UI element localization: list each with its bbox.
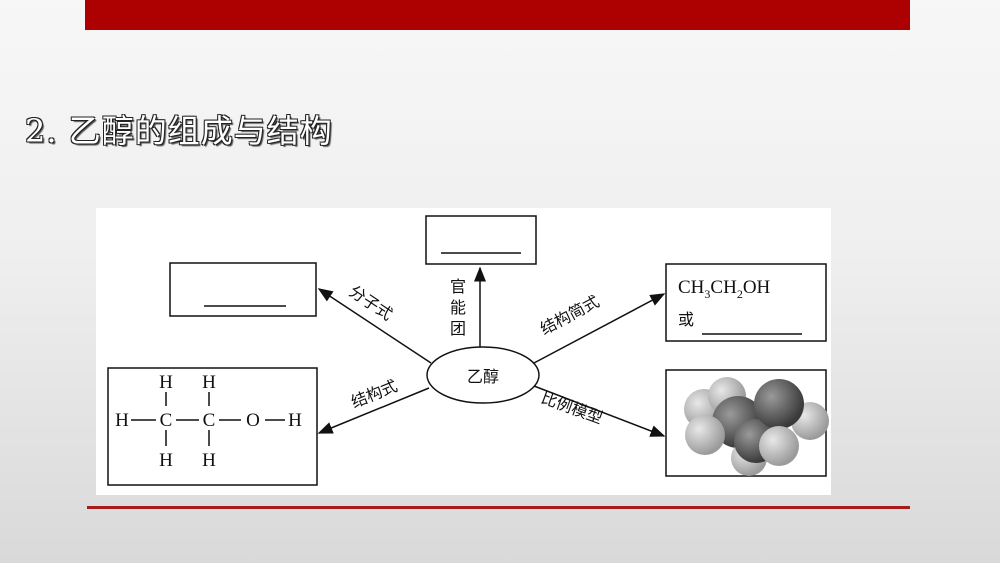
or-label: 或 [678,310,694,329]
center-label: 乙醇 [467,367,499,386]
space-filling-branch: 比例模型 [533,369,829,477]
structural-formula: H H H C C O H H H [115,372,302,471]
svg-text:H: H [159,450,173,471]
functional-group-branch: 官 能 团 [425,215,537,347]
molecular-formula-branch: 分子式 [169,262,432,364]
svg-text:H: H [115,410,129,431]
molecular-formula-label: 分子式 [346,282,396,325]
center-node: 乙醇 [426,346,540,404]
functional-group-label: 团 [450,319,466,338]
svg-text:H: H [159,372,173,393]
svg-text:H: H [202,450,216,471]
structural-formula-branch: H H H C C O H H H 结构式 [107,367,430,486]
slide-title: 2. 乙醇的组成与结构 [25,112,333,150]
simplified-formula: CH3CH2OH [678,277,771,301]
svg-text:O: O [246,410,260,431]
header-accent-bar [85,0,910,30]
functional-group-label: 官 [450,277,466,296]
concept-diagram: 乙醇 官 能 团 分子式 CH3CH2OH 或 结构简式 H H H C [96,208,831,495]
svg-text:H: H [288,410,302,431]
structural-formula-label: 结构式 [348,376,400,412]
footer-rule [87,506,910,509]
space-filling-label: 比例模型 [539,388,606,428]
svg-text:C: C [160,410,173,431]
structural-simplified-branch: CH3CH2OH 或 结构简式 [533,263,827,364]
svg-text:C: C [203,410,216,431]
molecule-model [684,377,829,476]
svg-text:H: H [202,372,216,393]
functional-group-label: 能 [450,298,466,317]
